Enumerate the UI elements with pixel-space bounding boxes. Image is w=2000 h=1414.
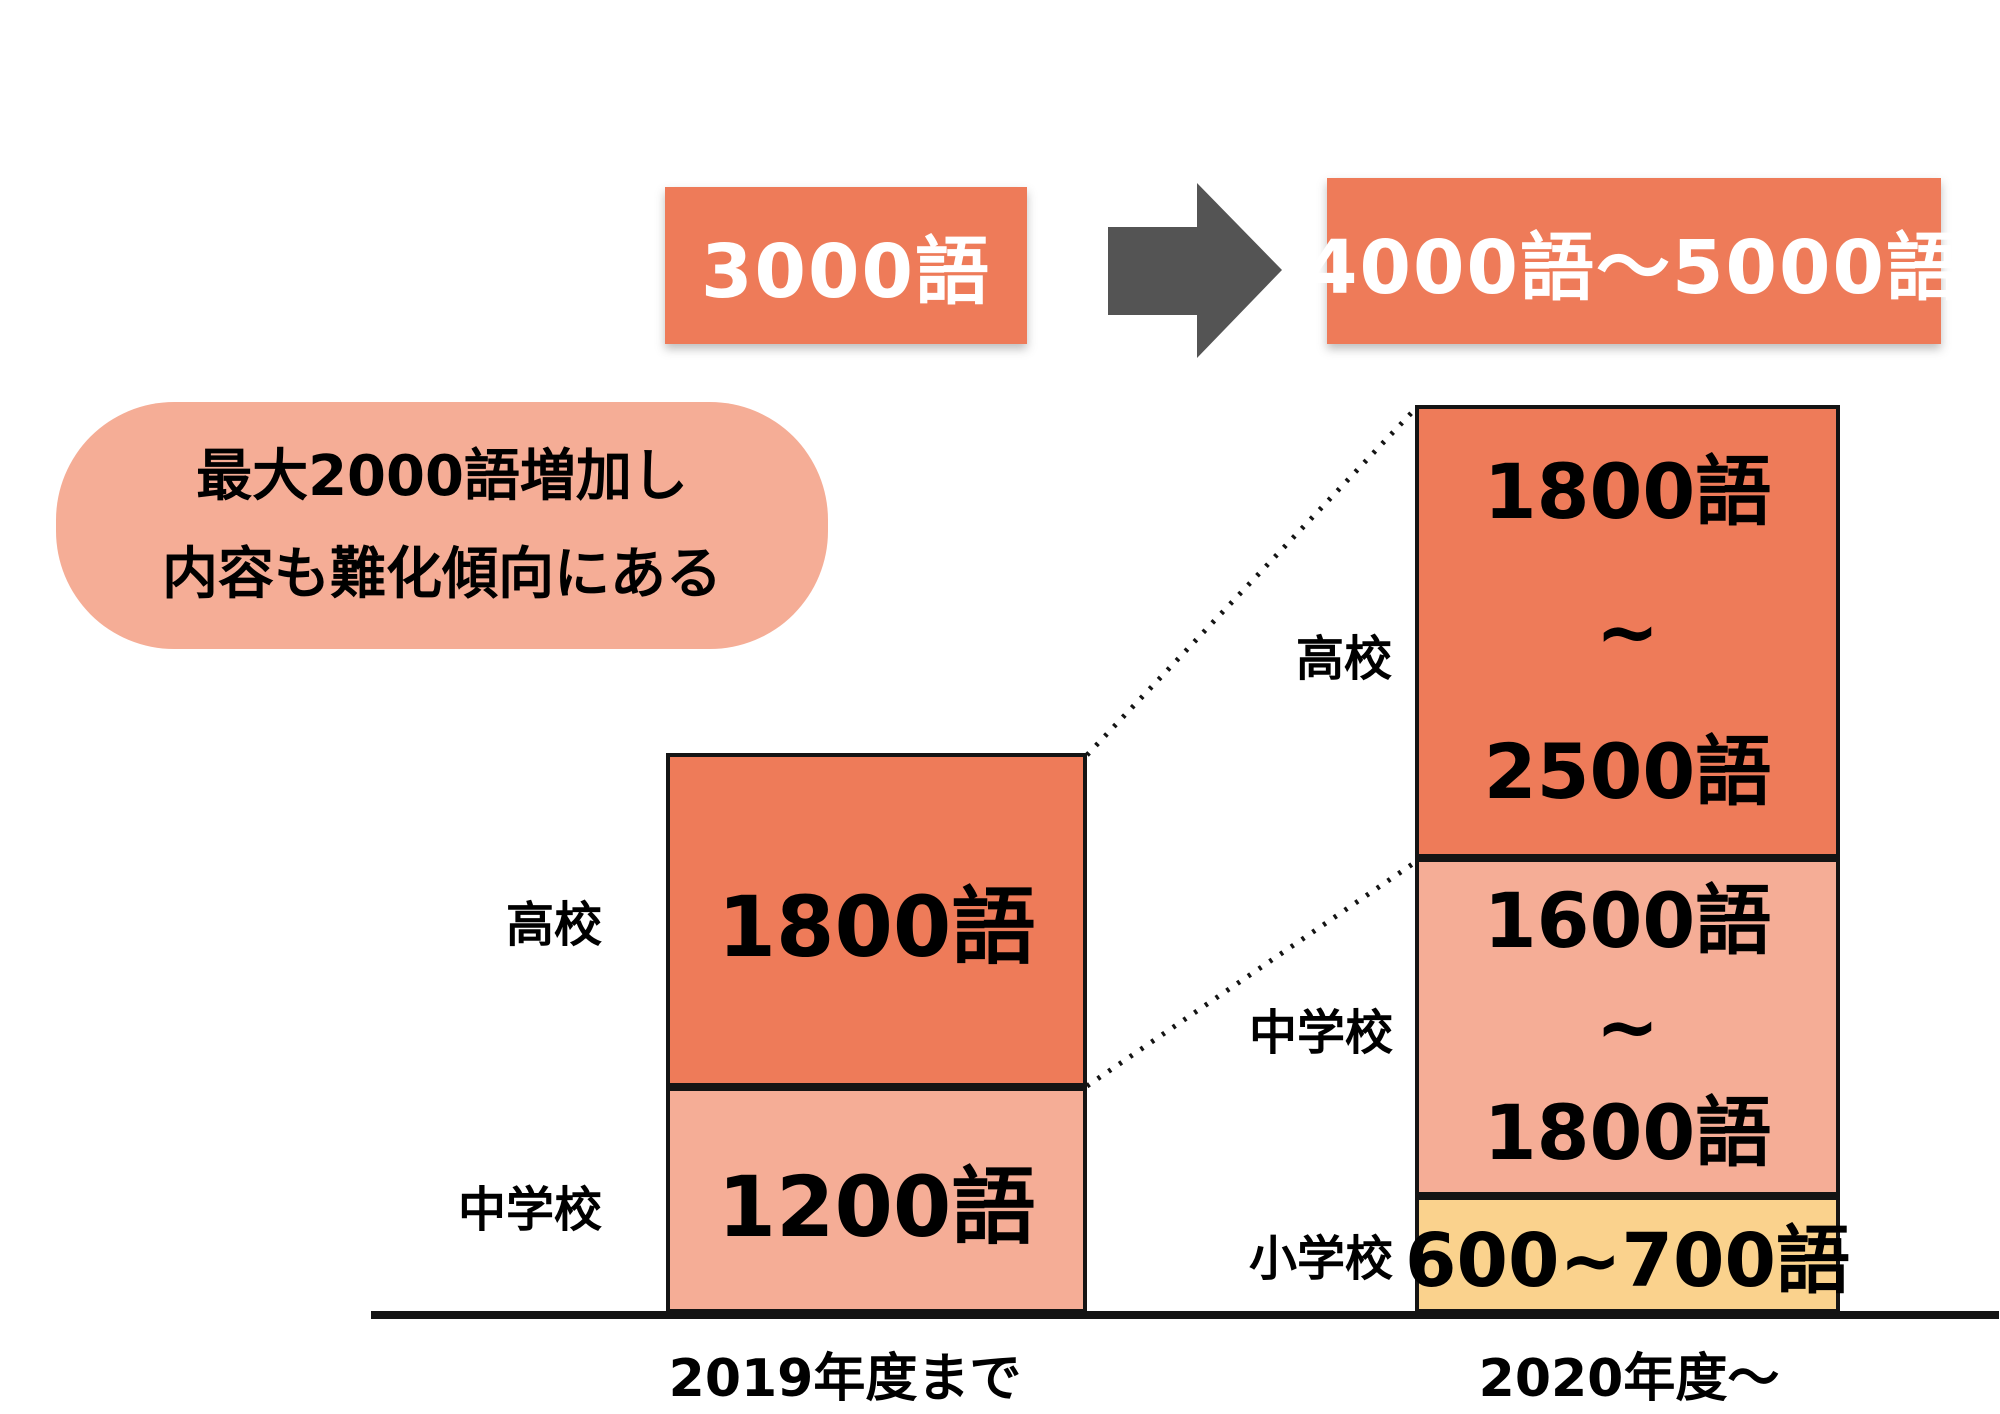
axis-label-2019: 2019年度まで [668,1349,1022,1409]
left-bar-highschool-segment: 1800語 [666,753,1087,1087]
connector-middle-dotted-line [1085,858,1419,1089]
axis-label-2020: 2020年度〜 [1478,1349,1780,1409]
right-highschool-label: 高校 [1295,631,1392,687]
right-highschool-value-from: 1800語 [1483,446,1772,536]
x-axis-line [371,1311,1999,1319]
callout-line-2: 内容も難化傾向にある [162,541,722,607]
left-bar-juniorhigh-segment: 1200語 [666,1087,1087,1313]
left-highschool-label: 高校 [505,897,602,953]
after-total-box: 4000語〜5000語 [1306,178,1960,344]
left-highschool-value: 1800語 [717,877,1036,976]
right-juniorhigh-label: 中学校 [1248,1005,1393,1061]
left-juniorhigh-value: 1200語 [717,1157,1036,1256]
connector-top-dotted-line [1085,405,1419,757]
after-total-label: 4000語〜5000語 [1306,224,1962,311]
right-elementary-label: 小学校 [1248,1231,1393,1287]
right-bar-elementary-segment: 600~700語 [1405,1196,1850,1313]
right-highschool-value-to: 2500語 [1483,726,1772,816]
right-highschool-value-tilde: ~ [1595,586,1660,676]
callout-line-1: 最大2000語増加し [196,443,688,509]
right-bar-juniorhigh-segment: 1600語 ~ 1800語 [1415,858,1840,1196]
right-juniorhigh-value-from: 1600語 [1483,876,1772,965]
before-total-box: 3000語 [665,187,1027,344]
right-bar-highschool-segment: 1800語 ~ 2500語 [1415,405,1840,858]
increase-callout: 最大2000語増加し 内容も難化傾向にある [56,402,828,649]
right-juniorhigh-value-tilde: ~ [1595,982,1660,1071]
right-juniorhigh-value-to: 1800語 [1483,1088,1772,1177]
left-juniorhigh-label: 中学校 [457,1182,602,1238]
right-elementary-value: 600~700語 [1405,1218,1850,1304]
before-total-label: 3000語 [701,229,991,315]
transition-arrow-icon [1108,183,1282,358]
